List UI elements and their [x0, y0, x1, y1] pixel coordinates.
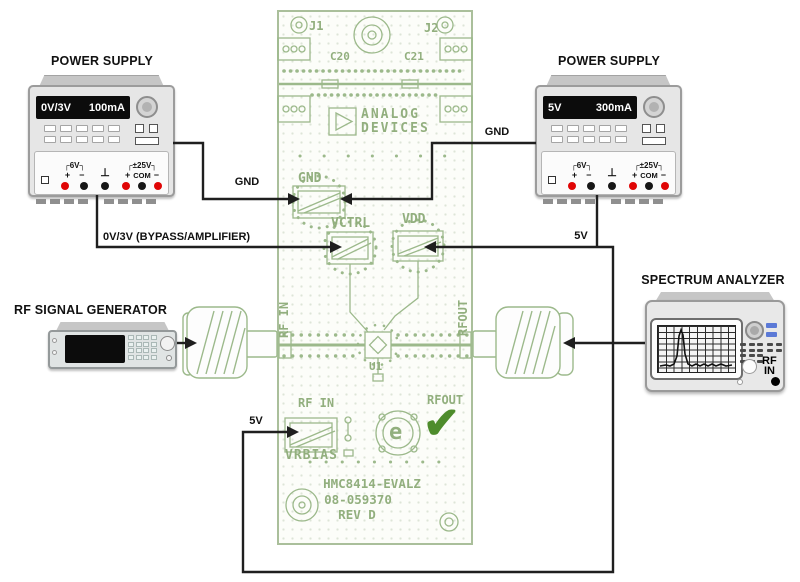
- psu-power-button: [41, 176, 49, 184]
- psu-feet: [543, 199, 663, 204]
- generator-button: [52, 338, 57, 343]
- psu-keypad: [551, 125, 627, 143]
- pcb-revision: REV D: [338, 507, 376, 522]
- terminal-positive: [61, 182, 70, 190]
- analyzer-round-button: [742, 359, 757, 374]
- psu-display: 0V/3V 100mA: [36, 96, 130, 119]
- pcb-label-rfout-edge: RFOUT: [456, 299, 470, 336]
- arrowhead: [185, 337, 197, 349]
- analyzer-round-button: [737, 379, 743, 385]
- analyzer-blue-button: [766, 332, 777, 337]
- terminal-ground: [101, 182, 110, 190]
- pcb-label-gnd: GND: [298, 171, 322, 186]
- pcb-label-j2: J2: [424, 21, 439, 35]
- psu-side-buttons: [642, 124, 676, 145]
- pcb-label-u1: U1: [369, 360, 383, 373]
- terminal-positive: [568, 182, 577, 190]
- wire-label-bypass: 0V/3V (BYPASS/AMPLIFIER): [103, 231, 251, 243]
- pcb-label-rfin: RF IN: [298, 396, 335, 410]
- psu-terminal-panel: ┌6V┐ +− ⊥ ┌±25V┐ +COM−: [541, 151, 676, 195]
- terminal-negative: [153, 182, 162, 190]
- terminal-positive: [628, 182, 637, 190]
- generator-keypad: [128, 335, 157, 360]
- wire-label-5v-top: 5V: [574, 230, 588, 242]
- pcb-brand-line1: ANALOG: [361, 107, 420, 122]
- terminal-negative: [80, 182, 89, 190]
- terminal-negative: [587, 182, 596, 190]
- wire-label-gnd-left: GND: [234, 176, 260, 188]
- psu-power-button: [548, 176, 556, 184]
- generator-button: [52, 350, 57, 355]
- analyzer-knob: [745, 321, 764, 340]
- psu-voltage-readout: 5V: [548, 101, 562, 114]
- psu-current-readout: 300mA: [595, 101, 632, 114]
- psu-knob: [643, 96, 665, 118]
- evaluation-board: [277, 10, 473, 545]
- rf-signal-generator: [48, 320, 178, 370]
- left-power-supply: 0V/3V 100mA ┌6V┐ +− ⊥ ┌±25V┐ +C: [28, 75, 175, 207]
- psu-output-25v: ┌±25V┐ +COM−: [628, 162, 669, 190]
- terminal-com: [137, 182, 146, 190]
- psu-keypad: [44, 125, 120, 143]
- spectrum-analyzer-title: SPECTRUM ANALYZER: [641, 273, 785, 287]
- rf-in-label: RF: [762, 355, 777, 367]
- left-power-supply-title: POWER SUPPLY: [51, 54, 153, 68]
- wire-label-gnd-right: GND: [484, 126, 510, 138]
- psu-voltage-readout: 0V/3V: [41, 101, 71, 114]
- psu-feet: [36, 199, 156, 204]
- wire-label-5v-bottom: 5V: [249, 415, 263, 427]
- spectrum-analyzer: RF IN: [645, 292, 785, 392]
- right-power-supply: 5V 300mA ┌6V┐ +− ⊥ ┌±25V┐ +COM−: [535, 75, 682, 207]
- pcb-brand-line2: DEVICES: [361, 121, 430, 136]
- psu-ground-terminal: ⊥: [100, 168, 110, 190]
- sma-connector-rfout: [472, 306, 574, 379]
- pcb-board-code: 08-059370: [324, 492, 392, 507]
- pcb-label-c20: C20: [330, 50, 350, 63]
- arrowhead: [563, 337, 575, 349]
- psu-output-6v: ┌6V┐ +−: [568, 162, 596, 190]
- psu-knob: [136, 96, 158, 118]
- pcb-e-glyph: e: [389, 420, 403, 445]
- generator-knob: [160, 336, 175, 351]
- terminal-positive: [121, 182, 130, 190]
- psu-display: 5V 300mA: [543, 96, 637, 119]
- terminal-negative: [660, 182, 669, 190]
- pcb-part-number: HMC8414-EVALZ: [323, 476, 421, 491]
- psu-current-readout: 100mA: [88, 101, 125, 114]
- generator-top: [56, 322, 169, 331]
- psu-output-6v: ┌6V┐ +−: [61, 162, 89, 190]
- analyzer-blue-button: [766, 323, 777, 328]
- sma-connector-rfin: [182, 306, 278, 379]
- analyzer-screen: [657, 325, 736, 373]
- pcb-label-vrbias: VRBIAS: [285, 448, 338, 463]
- pcb-label-vctrl: VCTRL: [331, 216, 371, 231]
- psu-output-25v: ┌±25V┐ +COM−: [121, 162, 162, 190]
- analyzer-top: [655, 292, 775, 302]
- checkmark-icon: ✔: [423, 399, 460, 448]
- terminal-com: [644, 182, 653, 190]
- terminal-ground: [608, 182, 617, 190]
- right-power-supply-title: POWER SUPPLY: [558, 54, 660, 68]
- psu-side-buttons: [135, 124, 169, 145]
- pcb-label-rfin-edge: RF IN: [277, 301, 291, 338]
- psu-terminal-panel: ┌6V┐ +− ⊥ ┌±25V┐ +COM−: [34, 151, 169, 195]
- generator-button: [166, 355, 172, 361]
- pcb-label-c21: C21: [404, 50, 424, 63]
- rf-in-connector: [771, 377, 780, 386]
- psu-ground-terminal: ⊥: [607, 168, 617, 190]
- generator-display: [65, 335, 125, 363]
- pcb-label-vdd: VDD: [402, 212, 426, 227]
- spectrum-trace: [659, 327, 733, 367]
- rf-generator-title: RF SIGNAL GENERATOR: [14, 303, 168, 317]
- rf-in-label: IN: [764, 365, 775, 377]
- wire-gnd-left: [173, 141, 288, 201]
- pcb-label-j1: J1: [309, 19, 324, 33]
- analyzer-keypad: [767, 343, 782, 352]
